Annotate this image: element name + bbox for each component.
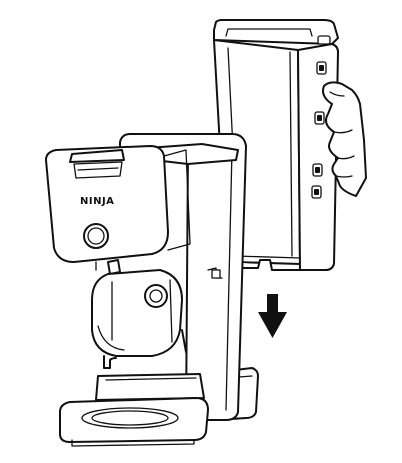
brand-logo: NINJA	[80, 196, 114, 207]
coffee-maker: NINJA	[45, 133, 259, 447]
down-arrow-icon	[258, 294, 287, 338]
hand-icon	[322, 81, 367, 197]
